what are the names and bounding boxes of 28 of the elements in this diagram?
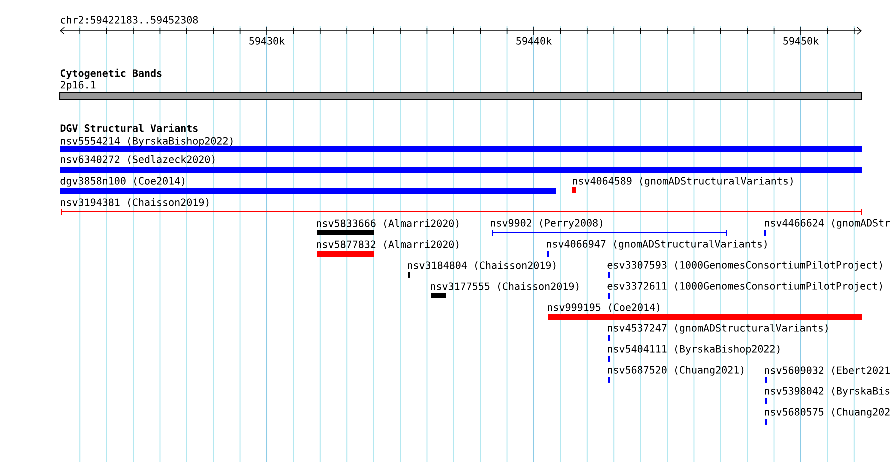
- feature-label: nsv5877832 (Almarri2020): [317, 240, 459, 250]
- feature-label: nsv4066947 (gnomADStructuralVariants): [547, 240, 767, 250]
- feature-label: nsv999195 (Coe2014): [548, 304, 660, 312]
- tick-label: 59440k: [516, 37, 552, 45]
- feature-label: nsv6340272 (Sedlazeck2020): [61, 156, 215, 164]
- feature-label: nsv5833666 (Almarri2020): [317, 220, 459, 228]
- track-heading: Cytogenetic Bands: [60, 68, 162, 80]
- feature-label: nsv5680575 (Chuang202: [765, 408, 890, 418]
- feature-label: dgv3858n100 (Coe2014): [60, 177, 185, 187]
- feature-label: nsv9902 (Perry2008): [491, 219, 602, 229]
- tick-label: 59430k: [250, 37, 285, 45]
- feature-label: nsv5554214 (ByrskaBishop2022): [61, 137, 233, 147]
- band-label: 2p16.1: [60, 81, 96, 91]
- feature-label: nsv5404111 (ByrskaBishop2022): [608, 345, 780, 355]
- feature-label: nsv5398042 (ByrskaBis: [765, 387, 890, 397]
- feature-label: nsv3184804 (Chaisson2019): [408, 262, 556, 270]
- feature-label: esv3307593 (1000GenomesConsortiumPilotProject): [608, 261, 882, 271]
- feature-label: nsv4466624 (gnomADStr: [765, 219, 890, 229]
- location-label: chr2:59422183..59452308: [61, 16, 198, 24]
- feature-label: nsv5609032 (Ebert2021: [765, 366, 890, 376]
- feature-label: nsv3194381 (Chaisson2019): [61, 198, 209, 208]
- feature-label: nsv4537247 (gnomADStructuralVariants): [608, 324, 828, 334]
- feature-label: nsv5687520 (Chuang2021): [608, 366, 744, 376]
- tick-label: 59450k: [784, 37, 819, 45]
- feature-label: nsv3177555 (Chaisson2019): [431, 282, 579, 292]
- feature-label: esv3372611 (1000GenomesConsortiumPilotProject): [608, 282, 882, 292]
- feature-label: nsv4064589 (gnomADStructuralVariants): [573, 177, 793, 187]
- track-heading: DGV Structural Variants: [60, 124, 198, 132]
